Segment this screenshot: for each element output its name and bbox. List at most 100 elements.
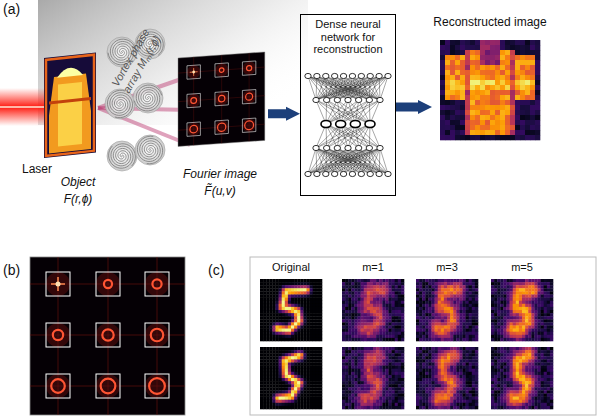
reconstructed-image: [490, 95, 495, 100]
reconstructed-image: [515, 85, 520, 90]
digit-image: [416, 329, 419, 332]
digit-image: [447, 322, 450, 325]
digit-image: [438, 304, 441, 307]
reconstructed-image: [485, 60, 490, 65]
reconstructed-image: [470, 80, 475, 85]
digit-image: [392, 310, 395, 313]
digit-image: [345, 316, 348, 319]
digit-image: [392, 288, 395, 291]
digit-image: [382, 279, 385, 282]
digit-image: [428, 288, 431, 291]
digit-image: [441, 285, 444, 288]
reconstructed-image: [465, 110, 470, 115]
digit-image: [373, 326, 376, 329]
digit-image: [260, 295, 263, 298]
digit-image: [389, 282, 392, 285]
digit-image: [297, 310, 300, 313]
reconstructed-image: [535, 125, 540, 130]
digit-image: [376, 338, 379, 341]
digit-image: [288, 332, 291, 335]
reconstructed-image: [485, 130, 490, 135]
reconstructed-image: [455, 135, 460, 140]
reconstructed-image: [480, 45, 485, 50]
digit-image: [300, 282, 303, 285]
digit-image: [367, 304, 370, 307]
digit-image: [475, 298, 478, 301]
reconstructed-image: [465, 130, 470, 135]
reconstructed-image: [530, 45, 535, 50]
fourier-pattern: [187, 93, 200, 107]
reconstructed-image: [525, 40, 530, 45]
digit-image: [456, 338, 459, 341]
digit-image: [358, 338, 361, 341]
digit-image: [364, 310, 367, 313]
fourier-pattern: [145, 374, 169, 398]
digit-image: [307, 313, 310, 316]
digit-image: [463, 304, 466, 307]
digit-image: [342, 307, 345, 310]
digit-image: [294, 329, 297, 332]
digit-image: [463, 291, 466, 294]
digit-image: [469, 295, 472, 298]
digit-image: [389, 332, 392, 335]
digit-image: [370, 310, 373, 313]
digit-image: [447, 310, 450, 313]
digit-image: [538, 279, 541, 282]
reconstructed-image: [505, 130, 510, 135]
digit-image: [398, 310, 401, 313]
digit-image: [316, 316, 319, 319]
digit-image: [376, 279, 379, 282]
digit-image: [544, 279, 547, 282]
reconstructed-image: [465, 60, 470, 65]
reconstructed-image: [450, 40, 455, 45]
digit-image: [276, 307, 279, 310]
reconstructed-image: [470, 70, 475, 75]
reconstructed-image: [530, 70, 535, 75]
digit-image: [447, 332, 450, 335]
digit-image: [319, 316, 322, 319]
digit-image: [456, 313, 459, 316]
digit-image: [459, 298, 462, 301]
digit-image: [459, 316, 462, 319]
digit-image: [463, 285, 466, 288]
digit-image: [425, 295, 428, 298]
reconstructed-image: [525, 55, 530, 60]
digit-image: [516, 279, 519, 282]
digit-image: [376, 285, 379, 288]
digit-image: [435, 291, 438, 294]
reconstructed-image: [440, 75, 445, 80]
reconstructed-image: [530, 80, 535, 85]
digit-image: [541, 279, 544, 282]
reconstructed-image: [480, 65, 485, 70]
digit-image: [351, 326, 354, 329]
digit-image: [342, 310, 345, 313]
reconstructed-image: [520, 80, 525, 85]
digit-image: [364, 332, 367, 335]
digit-image: [358, 295, 361, 298]
digit-image: [269, 332, 272, 335]
reconstructed-image: [470, 100, 475, 105]
digit-image: [313, 326, 316, 329]
fourier-pattern: [53, 330, 63, 340]
digit-image: [263, 332, 266, 335]
digit-image: [288, 291, 291, 294]
digit-image: [351, 285, 354, 288]
digit-image: [276, 338, 279, 341]
reconstructed-image: [505, 60, 510, 65]
digit-image: [444, 301, 447, 304]
reconstructed-image: [460, 90, 465, 95]
digit-image: [367, 282, 370, 285]
digit-image: [266, 291, 269, 294]
digit-image: [260, 310, 263, 313]
reconstructed-image: [495, 50, 500, 55]
reconstructed-image: [465, 95, 470, 100]
digit-image: [279, 338, 282, 341]
digit-image: [313, 282, 316, 285]
digit-image: [385, 298, 388, 301]
digit-image: [491, 285, 494, 288]
reconstructed-image: [445, 60, 450, 65]
reconstructed-image: [505, 110, 510, 115]
digit-image: [276, 316, 279, 319]
digit-image: [398, 288, 401, 291]
digit-image: [379, 313, 382, 316]
